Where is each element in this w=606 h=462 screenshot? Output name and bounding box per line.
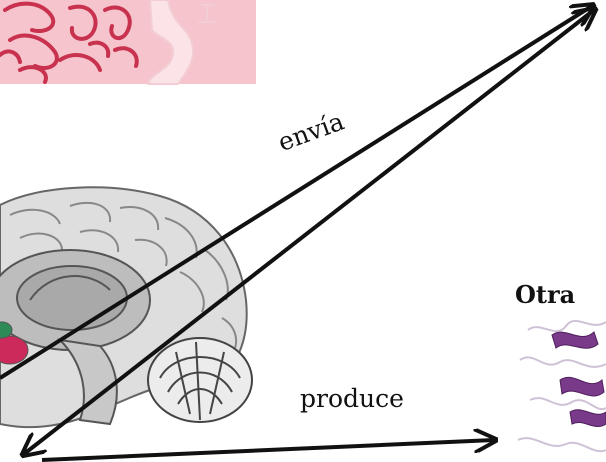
protein-structure-illustration	[518, 321, 606, 451]
label-produce: produce	[300, 384, 404, 413]
cerebellum	[148, 338, 252, 422]
label-otra: Otra	[515, 280, 575, 309]
pink-brain-illustration	[0, 0, 256, 84]
arrow-produce	[42, 440, 494, 460]
